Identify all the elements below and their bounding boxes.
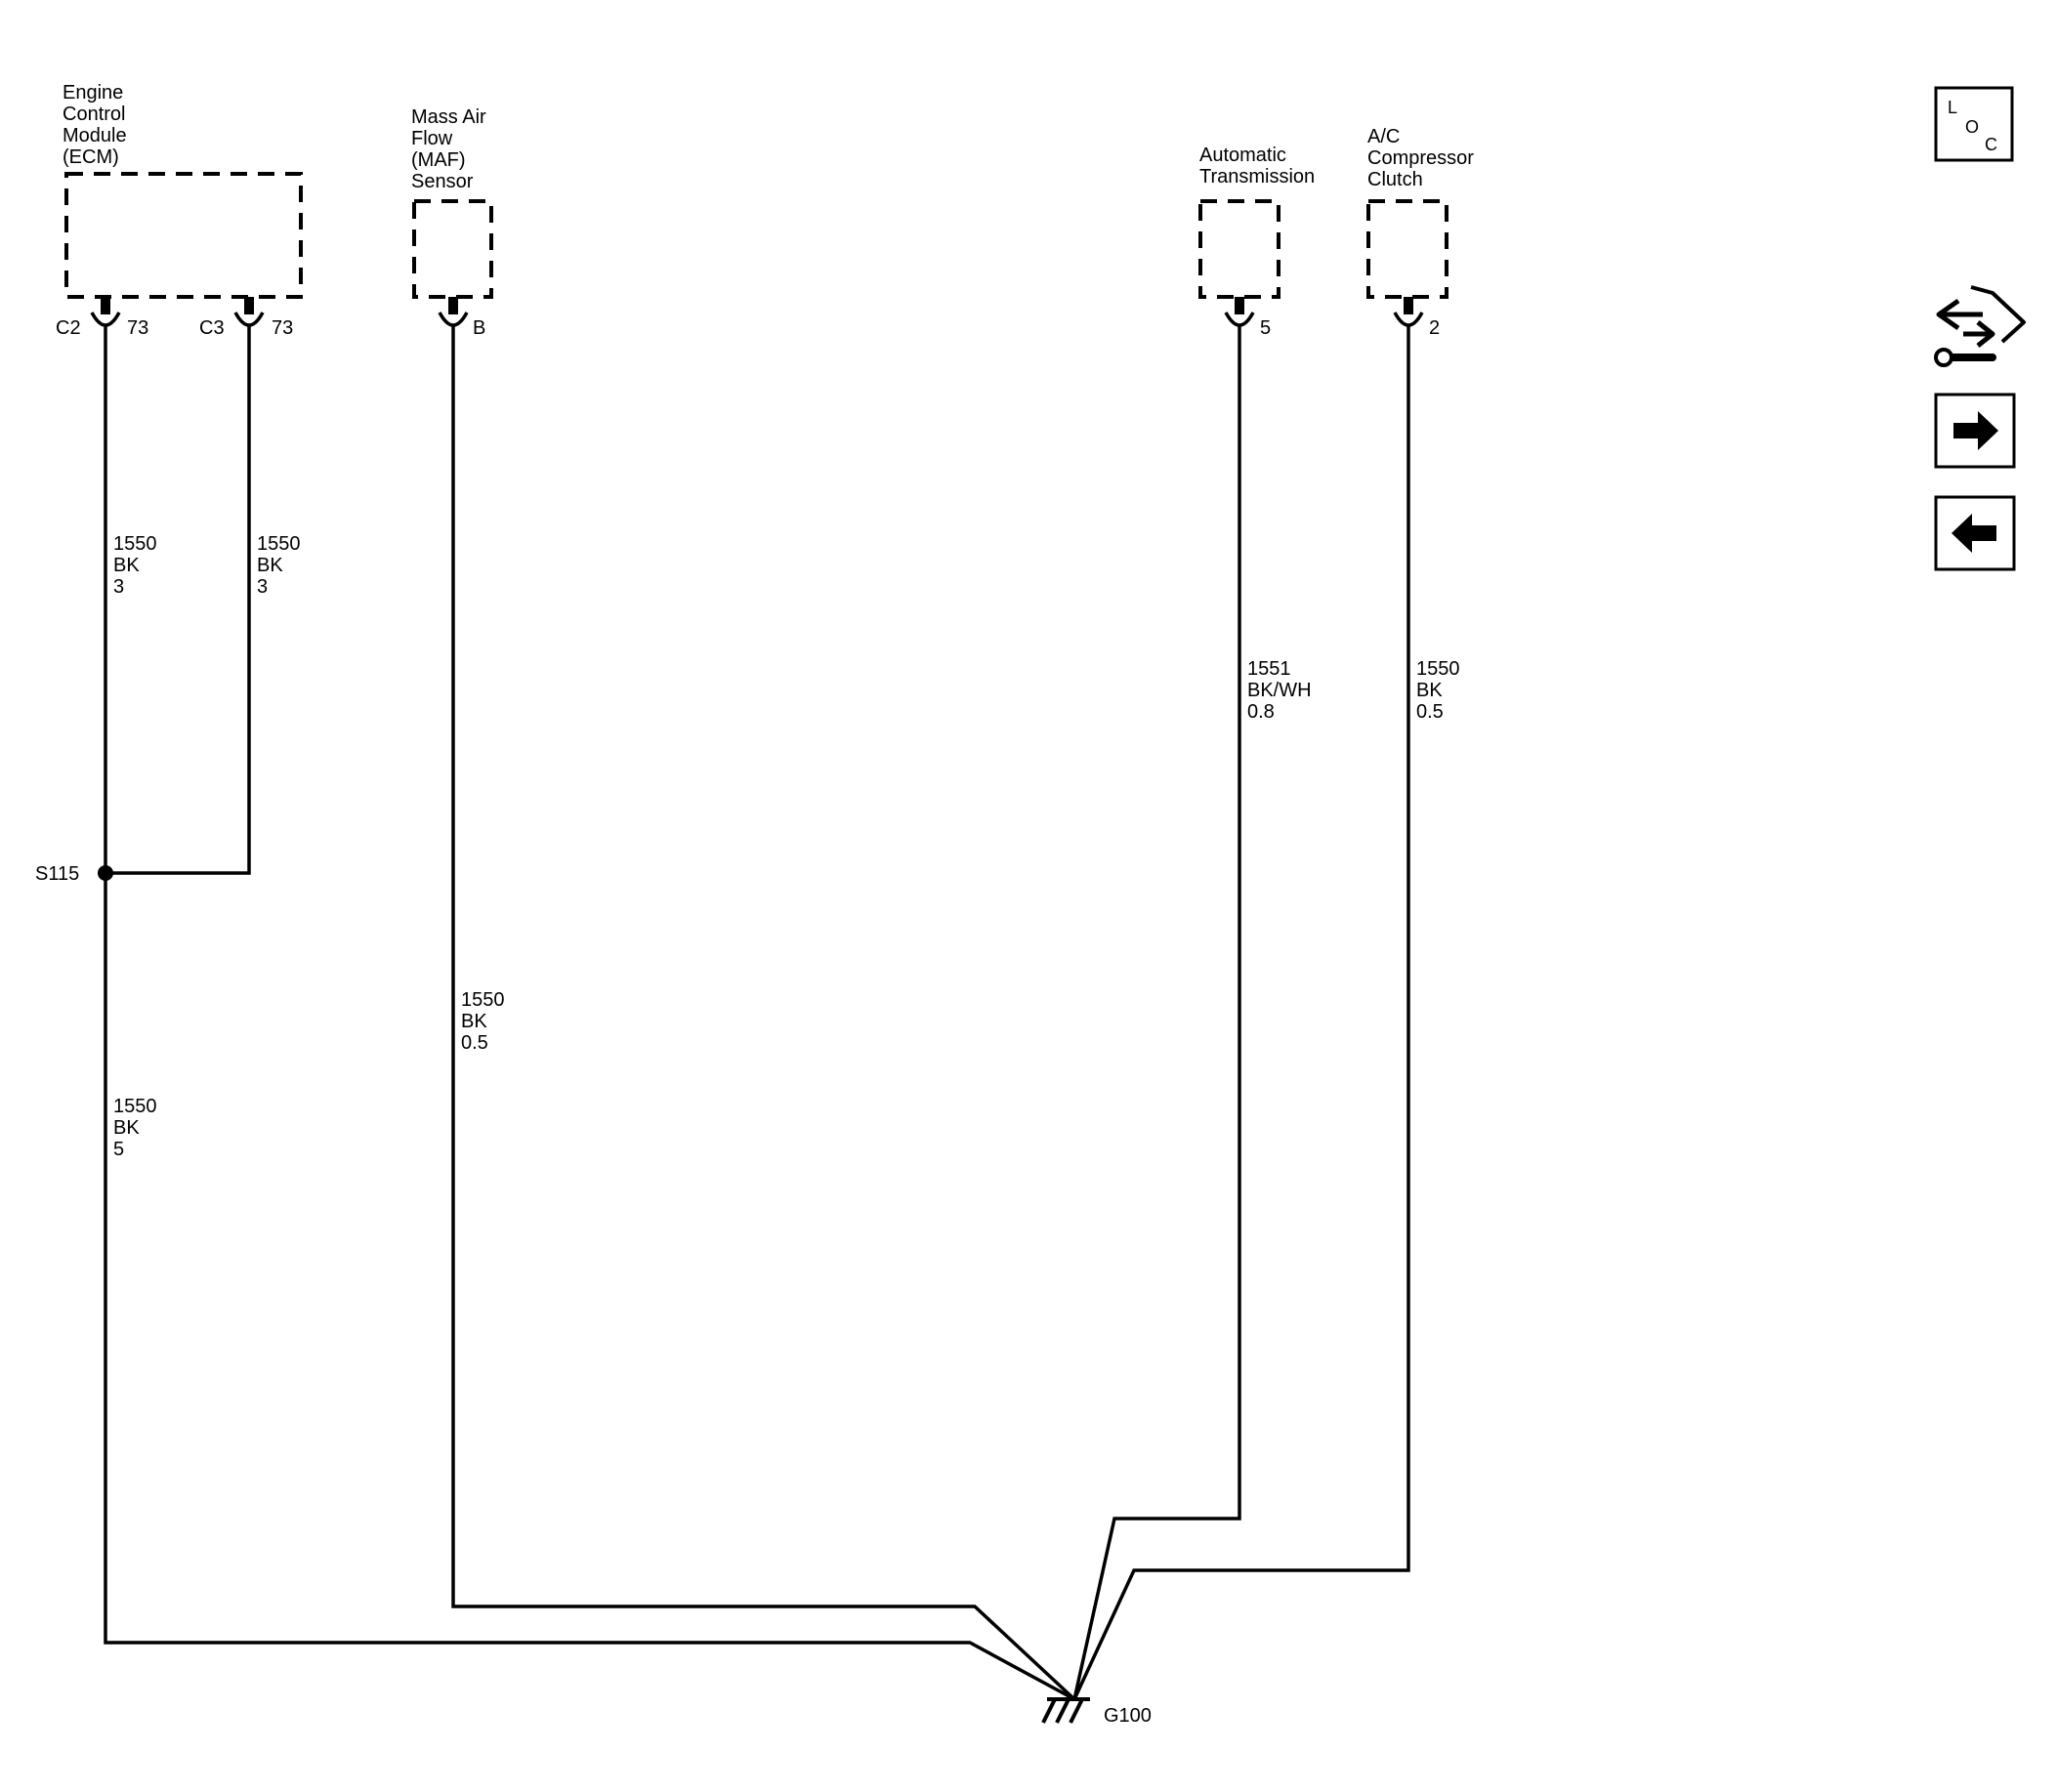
- maf-label-line: Mass Air: [411, 106, 486, 128]
- ecm-label-line: Control: [63, 104, 125, 125]
- ecm-label: Engine Control Module (ECM): [63, 82, 132, 168]
- wire-ac: [1072, 326, 1410, 1700]
- wire-color: BK: [113, 555, 140, 576]
- ecm-c3-pin-label: 73: [272, 317, 293, 339]
- ecm-label-line: Engine: [63, 82, 123, 104]
- ac-label-line: Clutch: [1367, 169, 1423, 190]
- ac-label-line: A/C: [1367, 126, 1400, 147]
- trans-component-box: [1198, 199, 1280, 299]
- trans-pin-label: 5: [1260, 317, 1271, 339]
- locator-icon-frame: [1934, 86, 2014, 162]
- wire-label-ac: 1550 BK 0.5: [1416, 658, 1465, 723]
- ac-terminal: [1393, 297, 1424, 327]
- maf-component-box: [412, 199, 493, 299]
- wire-circuit: 1550: [113, 533, 157, 555]
- ecm-label-line: Module: [63, 125, 127, 146]
- ecm-c3-terminal: [233, 297, 265, 327]
- ac-label: A/C Compressor Clutch: [1367, 126, 1479, 190]
- ecm-c3-connector-label: C3: [199, 317, 225, 339]
- splice-label: S115: [35, 863, 79, 885]
- arrow-right-icon: [1953, 411, 1998, 450]
- wire-ecm-c3: [105, 326, 251, 875]
- ecm-c2-connector-label: C2: [56, 317, 81, 339]
- wire-label-trans: 1551 BK/WH 0.8: [1247, 658, 1317, 723]
- wire-size: 0.5: [1416, 701, 1444, 723]
- locator-letter-o: O: [1965, 117, 1979, 137]
- wire-color: BK: [257, 555, 283, 576]
- maf-label: Mass Air Flow (MAF) Sensor: [411, 106, 491, 192]
- connector-wrench-icon: [1934, 285, 2026, 367]
- ecm-c2-terminal: [90, 297, 121, 327]
- ecm-c2-pin-label: 73: [127, 317, 148, 339]
- wire-trans: [1072, 326, 1241, 1700]
- ecm-component-box: [64, 172, 303, 299]
- locator-letter-l: L: [1948, 98, 1957, 117]
- arrow-left-icon: [1952, 514, 1996, 553]
- wire-ecm-c2: [104, 326, 1075, 1701]
- wire-color: BK: [1416, 680, 1443, 701]
- maf-terminal: [438, 297, 469, 327]
- wire-size: 3: [257, 576, 268, 598]
- trans-label-line: Transmission: [1199, 166, 1315, 188]
- wire-circuit: 1550: [257, 533, 301, 555]
- ground-label: G100: [1104, 1705, 1152, 1727]
- wire-size: 0.8: [1247, 701, 1275, 723]
- wire-circuit: 1550: [1416, 658, 1460, 680]
- wire-circuit: 1551: [1247, 658, 1291, 680]
- wire-label-ecm-lower: 1550 BK 5: [113, 1096, 162, 1160]
- component-locator-button[interactable]: L O C: [1934, 86, 2014, 162]
- maf-pin-label: B: [473, 317, 485, 339]
- next-page-button[interactable]: [1934, 393, 2016, 469]
- ecm-label-line: (ECM): [63, 146, 119, 168]
- wire-label-ecm-c2-upper: 1550 BK 3: [113, 533, 162, 598]
- ground-symbol: [1041, 1697, 1090, 1724]
- wire-size: 3: [113, 576, 124, 598]
- wire-color: BK/WH: [1247, 680, 1312, 701]
- wire-label-maf: 1550 BK 0.5: [461, 989, 510, 1054]
- ac-label-line: Compressor: [1367, 147, 1474, 169]
- ac-pin-label: 2: [1429, 317, 1440, 339]
- trans-terminal: [1224, 297, 1255, 327]
- wire-label-ecm-c3: 1550 BK 3: [257, 533, 306, 598]
- maf-label-line: Flow: [411, 128, 453, 149]
- wire-size: 5: [113, 1139, 124, 1160]
- wire-color: BK: [461, 1011, 487, 1032]
- wire-circuit: 1550: [113, 1096, 157, 1117]
- splice-dot: [98, 865, 113, 881]
- maf-label-line: Sensor: [411, 171, 474, 192]
- wire-color: BK: [113, 1117, 140, 1139]
- trans-label: Automatic Transmission: [1199, 145, 1315, 188]
- wire-circuit: 1550: [461, 989, 505, 1011]
- wire-maf: [451, 326, 1076, 1701]
- previous-page-button[interactable]: [1934, 495, 2016, 571]
- ac-component-box: [1366, 199, 1448, 299]
- connector-service-button[interactable]: [1934, 285, 2026, 367]
- wire-size: 0.5: [461, 1032, 488, 1054]
- maf-label-line: (MAF): [411, 149, 466, 171]
- trans-label-line: Automatic: [1199, 145, 1286, 166]
- locator-letter-c: C: [1985, 135, 1997, 154]
